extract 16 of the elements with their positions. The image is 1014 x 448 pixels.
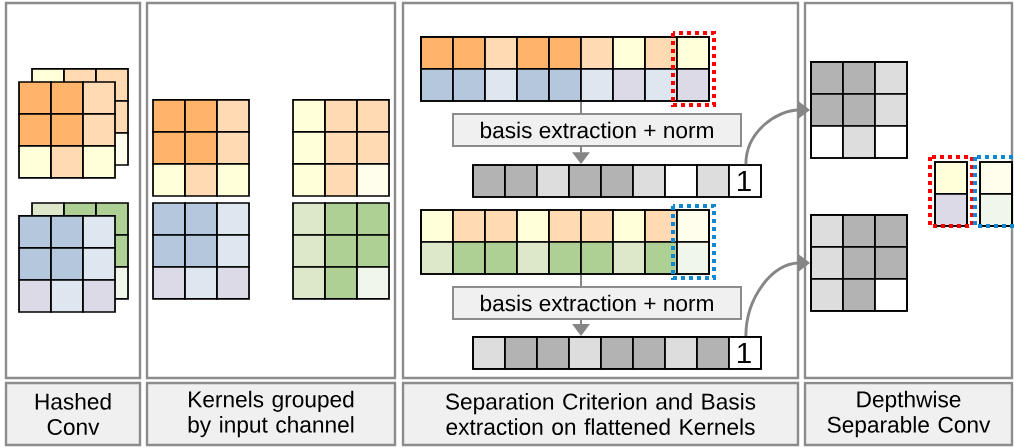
vector-value: 1 (738, 342, 751, 364)
basis-vector (472, 164, 762, 198)
process-box: basis extraction + norm (452, 113, 742, 147)
kernel-pair (934, 161, 968, 227)
kernel-pair (979, 161, 1013, 227)
caption-box: Depthwise Separable Conv (803, 381, 1014, 447)
flattened-kernel-row (420, 209, 710, 275)
basis-vector (472, 336, 762, 370)
flattened-kernel-row (420, 36, 710, 102)
caption-box: Separation Criterion and Basis extraction on flattened Kernels (401, 381, 800, 447)
vector-value: 1 (738, 170, 751, 192)
caption-box: Kernels grouped by input channel (145, 381, 397, 447)
kernel-grid (810, 61, 908, 159)
caption-box: Hashed Conv (4, 381, 142, 447)
kernel-grid (810, 214, 908, 312)
process-box: basis extraction + norm (452, 286, 742, 320)
